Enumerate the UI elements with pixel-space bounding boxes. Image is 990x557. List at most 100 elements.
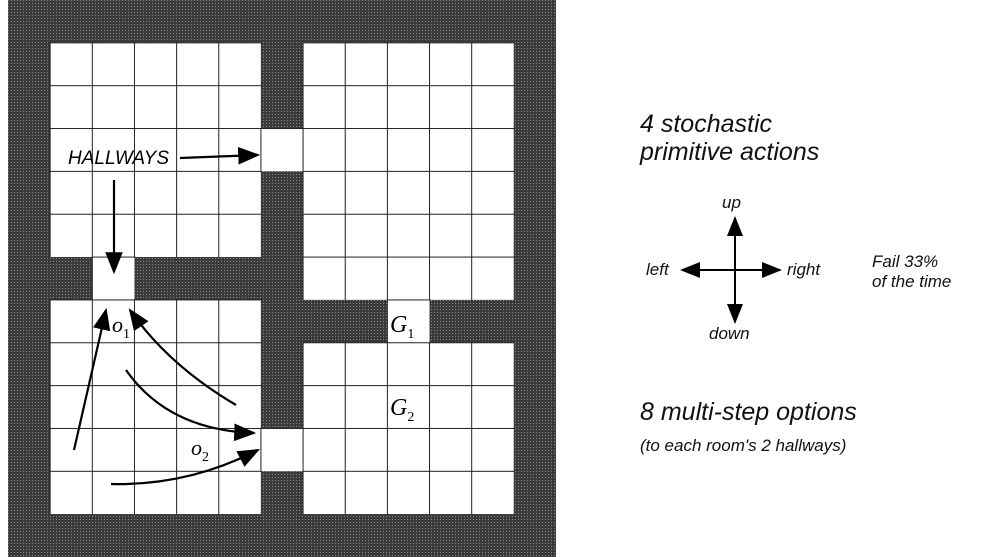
grid-cell bbox=[218, 213, 262, 259]
wall-cell bbox=[513, 171, 556, 215]
wall-cell bbox=[134, 514, 178, 557]
four-rooms-gridworld: HALLWAYS o1 o2 G1 G2 bbox=[8, 0, 556, 557]
grid-cell bbox=[133, 299, 178, 344]
hallways-label: HALLWAYS bbox=[68, 148, 169, 169]
wall-cell bbox=[513, 128, 556, 172]
grid-cell bbox=[344, 342, 389, 387]
grid-cell bbox=[302, 128, 347, 173]
grid-cell bbox=[386, 85, 431, 130]
wall-cell bbox=[260, 342, 304, 387]
grid-cell bbox=[344, 128, 389, 173]
grid-cell bbox=[344, 385, 389, 430]
wall-cell bbox=[345, 0, 388, 44]
wall-cell bbox=[513, 299, 556, 344]
wall-cell bbox=[8, 342, 51, 387]
grid-cell bbox=[471, 427, 515, 473]
wall-cell bbox=[8, 214, 51, 258]
wall-cell bbox=[513, 428, 556, 472]
wall-cell bbox=[218, 0, 262, 44]
grid-cell bbox=[386, 299, 431, 344]
grid-cell bbox=[344, 427, 389, 473]
grid-cell bbox=[133, 170, 178, 216]
grid-cell bbox=[429, 213, 473, 259]
wall-cell bbox=[176, 257, 220, 301]
grid-cell bbox=[218, 42, 262, 87]
grid-cell bbox=[344, 42, 389, 87]
grid-cell bbox=[429, 42, 473, 87]
grid-cell bbox=[386, 256, 431, 301]
grid-cell bbox=[133, 213, 178, 259]
grid-cell bbox=[471, 85, 515, 130]
grid-cell bbox=[49, 213, 94, 259]
grid-cell bbox=[386, 128, 431, 173]
grid-cell bbox=[429, 170, 473, 216]
wall-cell bbox=[134, 0, 178, 44]
grid-cell bbox=[386, 213, 431, 259]
grid-cell bbox=[91, 128, 136, 173]
grid-cell bbox=[133, 342, 178, 387]
grid-cell bbox=[218, 85, 262, 130]
grid-cell bbox=[176, 213, 220, 259]
grid-cell bbox=[49, 170, 94, 216]
primitive-actions-title: 4 stochastic primitive actions bbox=[640, 110, 819, 166]
wall-cell bbox=[8, 299, 51, 344]
grid-cell bbox=[302, 170, 347, 216]
wall-cell bbox=[303, 514, 346, 557]
grid-cell bbox=[218, 342, 262, 387]
wall-cell bbox=[513, 42, 556, 87]
option1-arrow-b bbox=[128, 308, 237, 406]
grid-cell bbox=[260, 427, 305, 473]
grid-cell bbox=[471, 42, 515, 87]
grid-cell bbox=[218, 128, 262, 173]
grid-cell bbox=[471, 213, 515, 259]
grid-cell bbox=[302, 385, 347, 430]
grid-cell bbox=[429, 342, 473, 387]
wall-cell bbox=[260, 171, 304, 215]
grid-cell bbox=[49, 342, 94, 387]
wall-cell bbox=[92, 0, 135, 44]
wall-cell bbox=[50, 257, 93, 301]
grid-cell bbox=[429, 470, 473, 516]
wall-cell bbox=[8, 257, 51, 301]
wall-cell bbox=[387, 514, 431, 557]
goal2-label: G2 bbox=[390, 395, 414, 425]
wall-cell bbox=[345, 299, 388, 344]
grid-cell bbox=[471, 470, 515, 516]
primitive-title-line1: 4 stochastic bbox=[640, 110, 773, 138]
grid-cell bbox=[471, 385, 515, 430]
grid-cell bbox=[302, 42, 347, 87]
grid-cell bbox=[218, 470, 262, 516]
fail-line2: of the time bbox=[872, 272, 952, 291]
wall-cell bbox=[429, 514, 473, 557]
grid-cell bbox=[302, 427, 347, 473]
option1-label: o1 bbox=[112, 312, 130, 342]
wall-cell bbox=[260, 385, 304, 429]
grid-cell bbox=[49, 299, 94, 344]
grid-cell bbox=[218, 170, 262, 216]
grid-cell bbox=[386, 427, 431, 473]
wall-cell bbox=[8, 42, 51, 87]
options-title: 8 multi-step options bbox=[640, 398, 857, 426]
fail-note: Fail 33% of the time bbox=[872, 252, 951, 292]
grid-cell bbox=[49, 85, 94, 130]
wall-cell bbox=[8, 385, 51, 429]
wall-cell bbox=[260, 0, 304, 44]
grid-cell bbox=[471, 128, 515, 173]
grid-cell bbox=[176, 170, 220, 216]
wall-cell bbox=[8, 428, 51, 472]
wall-cell bbox=[8, 0, 51, 44]
option2-arrow-b bbox=[110, 448, 260, 486]
grid-cell bbox=[133, 85, 178, 130]
grid-cell bbox=[302, 470, 347, 516]
wall-cell bbox=[260, 299, 304, 344]
option2-arrow-a bbox=[125, 369, 257, 442]
wall-cell bbox=[513, 85, 556, 130]
grid-cell bbox=[344, 170, 389, 216]
grid-cell bbox=[429, 385, 473, 430]
grid-cell bbox=[49, 42, 94, 87]
wall-cell bbox=[134, 257, 178, 301]
options-note: (to each room's 2 hallways) bbox=[640, 436, 847, 455]
wall-cell bbox=[260, 514, 304, 557]
grid-cell bbox=[429, 256, 473, 301]
wall-cell bbox=[513, 342, 556, 387]
